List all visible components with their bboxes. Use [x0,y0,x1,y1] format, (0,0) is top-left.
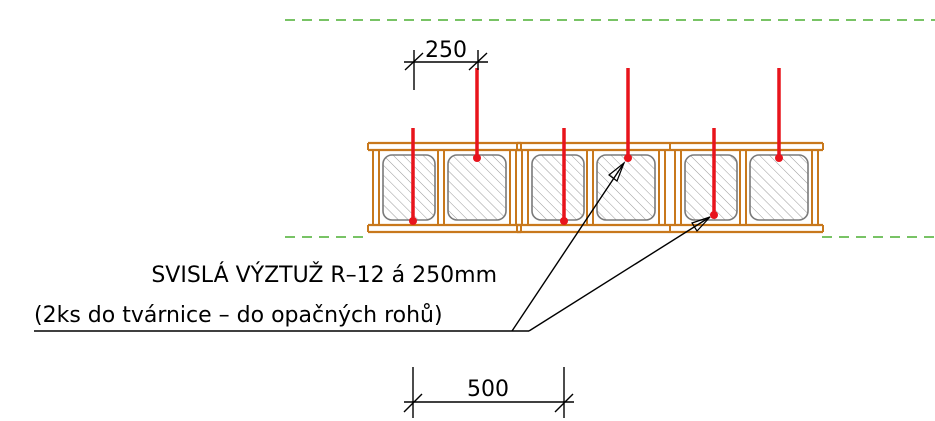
block-core [684,154,738,221]
block-core [749,154,809,221]
rebar [624,68,632,162]
block-core [447,154,507,221]
wall-block [516,141,671,234]
wall-block [367,141,522,234]
rebar [409,128,417,225]
note-leader [34,162,711,332]
rebars [409,68,783,225]
note-line-2: (2ks do tvárnice – do opačných rohů) [34,303,443,328]
rebar [473,68,481,162]
dimension-500 [403,367,574,418]
leader-arrow-1 [608,161,626,182]
block-core [382,154,436,221]
wall-blocks [367,141,824,234]
dimension-250-label: 250 [425,38,467,63]
dimension-500-label: 500 [467,377,509,402]
block-core [596,154,656,221]
wall-block [669,141,824,234]
rebar [560,128,568,225]
block-core [531,154,585,221]
dimension-250 [404,50,488,90]
note-line-1: SVISLÁ VÝZTUŽ R–12 á 250mm [151,262,497,288]
rebar [710,128,718,219]
leader-arrow-2 [691,216,711,232]
rebar [775,68,783,162]
